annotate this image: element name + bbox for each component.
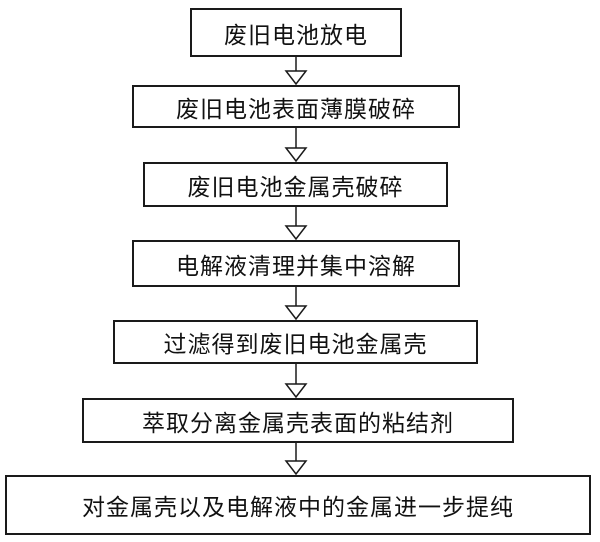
- step-box-1: 废旧电池放电: [190, 8, 402, 57]
- step-label: 对金属壳以及电解液中的金属进一步提纯: [82, 495, 514, 521]
- step-label: 过滤得到废旧电池金属壳: [163, 332, 428, 358]
- step-box-5: 过滤得到废旧电池金属壳: [113, 320, 478, 364]
- step-box-2: 废旧电池表面薄膜破碎: [132, 85, 460, 128]
- step-label: 萃取分离金属壳表面的粘结剂: [142, 410, 454, 437]
- step-box-6: 萃取分离金属壳表面的粘结剂: [82, 398, 514, 443]
- arrow-down-icon: [284, 287, 308, 321]
- step-label: 废旧电池金属壳破碎: [187, 174, 404, 201]
- step-box-4: 电解液清理并集中溶解: [132, 240, 460, 287]
- step-label: 废旧电池表面薄膜破碎: [176, 96, 416, 123]
- step-label: 电解液清理并集中溶解: [176, 253, 416, 280]
- arrow-down-icon: [284, 128, 308, 163]
- arrow-down-icon: [284, 443, 308, 476]
- arrow-down-icon: [284, 207, 308, 241]
- arrow-down-icon: [284, 57, 308, 86]
- step-box-3: 废旧电池金属壳破碎: [143, 162, 448, 207]
- step-box-7: 对金属壳以及电解液中的金属进一步提纯: [5, 475, 591, 535]
- step-label: 废旧电池放电: [224, 22, 368, 49]
- arrow-down-icon: [284, 364, 308, 399]
